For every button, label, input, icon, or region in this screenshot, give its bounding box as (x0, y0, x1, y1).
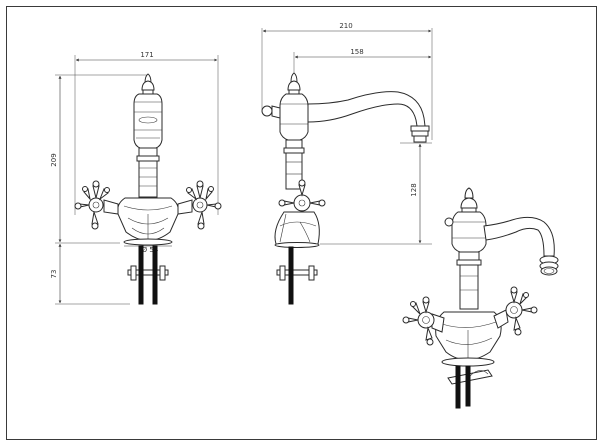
side-supply-pipe (288, 246, 294, 305)
side-cross-handle (278, 179, 326, 219)
perspective-left-handle (402, 296, 435, 346)
width-dimension-label: 171 (140, 51, 153, 59)
mounting-plate (127, 269, 169, 276)
perspective-pipe-right (465, 365, 471, 407)
front-view: 171 209 73 Ø 54 (50, 51, 222, 305)
perspective-right-handle (505, 286, 538, 336)
height-dimension-label: 209 (50, 153, 58, 166)
perspective-view (402, 187, 559, 409)
drawing-frame (6, 6, 597, 440)
spout-height-label: 128 (410, 183, 418, 196)
reach-spout-label: 158 (350, 48, 363, 56)
side-mounting-plate (276, 269, 318, 276)
below-dimension-label: 73 (50, 270, 58, 279)
perspective-pipe-left (455, 365, 461, 409)
reach-total-label: 210 (339, 22, 352, 30)
diameter-label: Ø 54 (142, 246, 159, 254)
supply-pipe-right (152, 245, 158, 305)
supply-pipe-left (138, 245, 144, 305)
side-view: 210 158 128 (261, 22, 433, 305)
left-cross-handle (74, 180, 110, 230)
right-cross-handle (186, 180, 222, 230)
